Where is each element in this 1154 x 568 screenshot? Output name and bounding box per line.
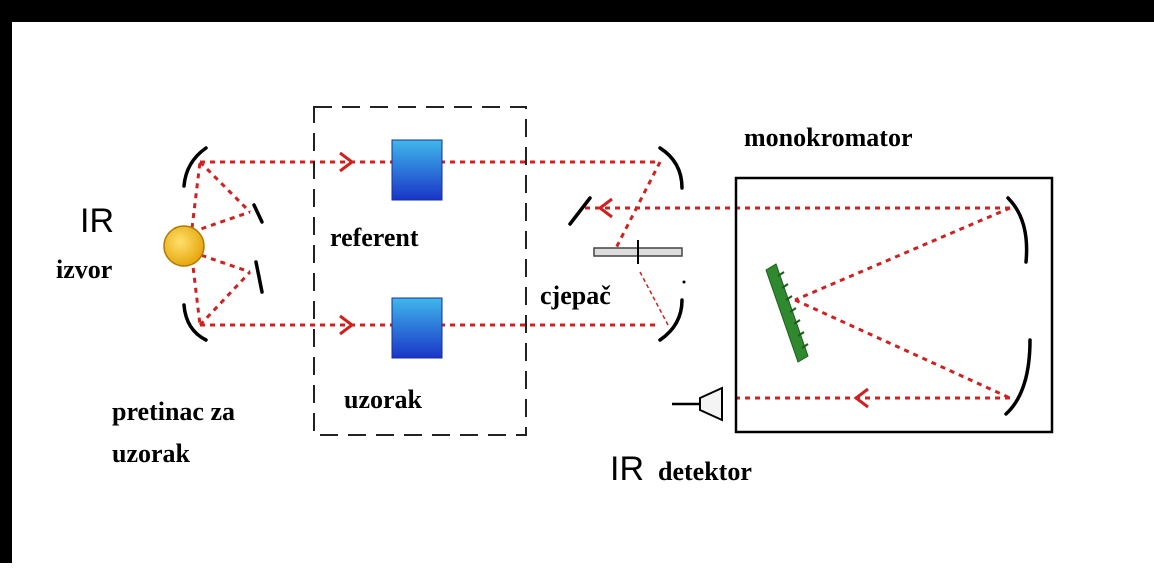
mono-mirrors <box>1004 196 1032 416</box>
mirror-fold-b <box>198 270 252 327</box>
upper-source-mirror <box>182 146 208 188</box>
flat-mirror-upper <box>252 203 264 224</box>
tilted-mirror <box>568 196 592 226</box>
splitter-dot <box>682 280 686 284</box>
lower-source-mirror <box>182 303 208 342</box>
beam-arrows <box>339 151 869 409</box>
cjepac-label: cjepač <box>540 281 611 310</box>
splitter-ray <box>639 271 669 326</box>
source-mirrors <box>182 146 264 342</box>
izvor-label: izvor <box>56 255 112 284</box>
sample-compartment-box <box>313 106 527 436</box>
frame-left <box>0 0 12 563</box>
diffraction-grating <box>765 263 809 363</box>
mono-to-grating <box>794 206 1011 302</box>
arrow-mono-return <box>597 197 613 219</box>
upper-mirror-to-chopper <box>613 161 662 251</box>
combiner-mirrors <box>568 146 684 342</box>
mono-lower-mirror <box>1004 338 1032 416</box>
flat-mirror-lower <box>254 260 264 294</box>
monokromator-label: monokromator <box>744 123 913 152</box>
ir-source-label: IR <box>80 202 114 240</box>
pretinac-label-line2: uzorak <box>112 439 191 468</box>
arrow-sample <box>339 314 355 336</box>
upper-combiner-mirror <box>658 146 684 190</box>
ir-detector-icon <box>672 386 723 422</box>
ir-detector-label: IR <box>610 450 644 488</box>
ir-source-lamp <box>163 225 205 267</box>
detektor-label: detektor <box>658 457 752 486</box>
uzorak-label: uzorak <box>344 385 423 414</box>
lower-combiner-mirror <box>658 298 684 342</box>
frame-top <box>0 0 1154 22</box>
sample-cell <box>391 297 443 359</box>
arrow-reference <box>339 151 355 173</box>
referent-label: referent <box>330 223 419 252</box>
mono-upper-mirror <box>1006 196 1029 264</box>
grating-to-lower-mirror <box>794 298 1011 400</box>
source-ray-a <box>191 210 251 234</box>
mirror-fold-a <box>198 160 252 214</box>
source-to-upper-mirror <box>190 161 202 229</box>
monochromator-box <box>734 176 1054 434</box>
reference-cell <box>391 139 443 201</box>
arrow-exit <box>853 387 869 409</box>
source-to-lower-mirror <box>190 257 202 326</box>
pretinac-label-line1: pretinac za <box>112 397 235 426</box>
